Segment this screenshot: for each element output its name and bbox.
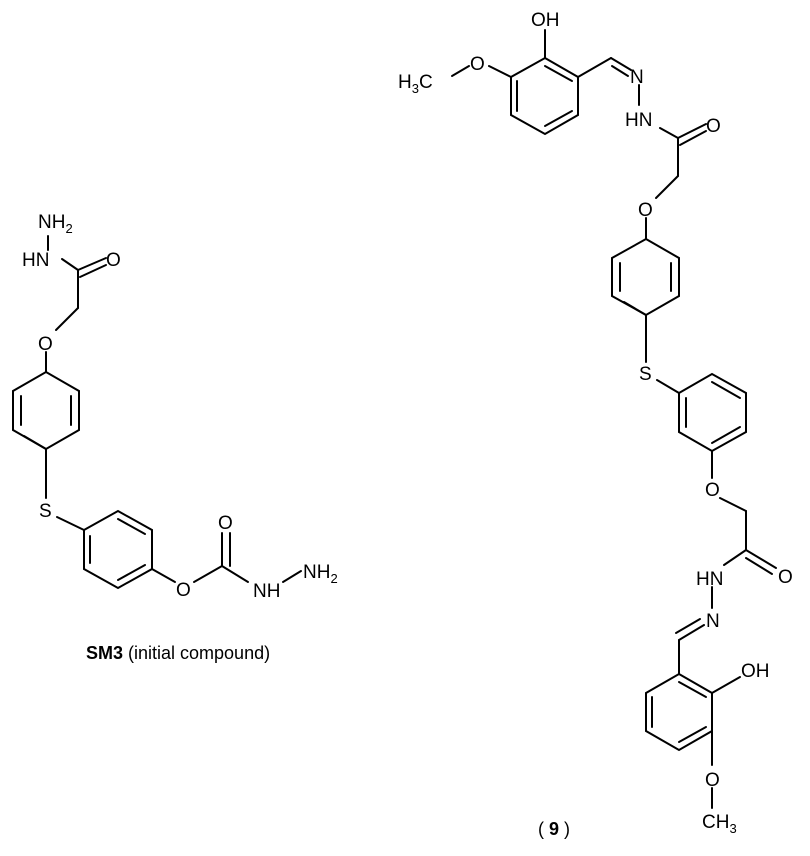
atom-s-right: S [639, 364, 652, 385]
caption-9-number: 9 [549, 819, 560, 839]
atom-nh2-carbamate: NH2 [303, 562, 338, 586]
compound-9-atom-labels: OH H3C O N HN O O S O HN O N OH O CH3 [398, 10, 793, 836]
atom-o-ether-top: O [638, 200, 653, 221]
atom-ch3: CH3 [702, 812, 737, 836]
atom-o-carbamate: O [176, 580, 191, 601]
atom-o-methoxy-top: O [470, 54, 485, 75]
atom-nh2-top: NH2 [38, 212, 73, 236]
atom-o-carbonyl-left: O [106, 250, 121, 271]
compound-9-structure [451, 29, 777, 809]
atom-o-methoxy-bottom: O [705, 770, 720, 791]
atom-hn-top: HN [625, 110, 652, 131]
atom-o-carbonyl-top: O [706, 116, 721, 137]
caption-9-close: ) [559, 819, 571, 839]
caption-sm3: SM3 (initial compound) [86, 643, 270, 664]
caption-compound-9: ( 9 ) [538, 819, 570, 840]
atom-o-ether-bottom: O [705, 480, 720, 501]
caption-9-open: ( [538, 819, 549, 839]
atom-hn-left: HN [22, 250, 49, 271]
sm3-atom-labels: NH2 HN O O S O O NH NH2 [22, 212, 338, 602]
atom-nh-carbamate: NH [253, 581, 280, 602]
atom-h3c: H3C [398, 72, 433, 96]
atom-n-bottom: N [706, 611, 720, 632]
atom-o-ether-left: O [38, 334, 53, 355]
atom-s-left: S [39, 501, 52, 522]
atom-oh-bottom: OH [741, 661, 770, 682]
sm3-structure [12, 235, 302, 590]
atom-hn-bottom: HN [696, 569, 723, 590]
caption-sm3-code: SM3 [86, 643, 124, 663]
caption-sm3-text: (initial compound) [123, 643, 271, 663]
atom-n-top: N [630, 67, 644, 88]
atom-o-carbamate-double: O [218, 513, 233, 534]
atom-oh-top: OH [531, 10, 560, 31]
atom-o-carbonyl-bottom: O [778, 567, 793, 588]
